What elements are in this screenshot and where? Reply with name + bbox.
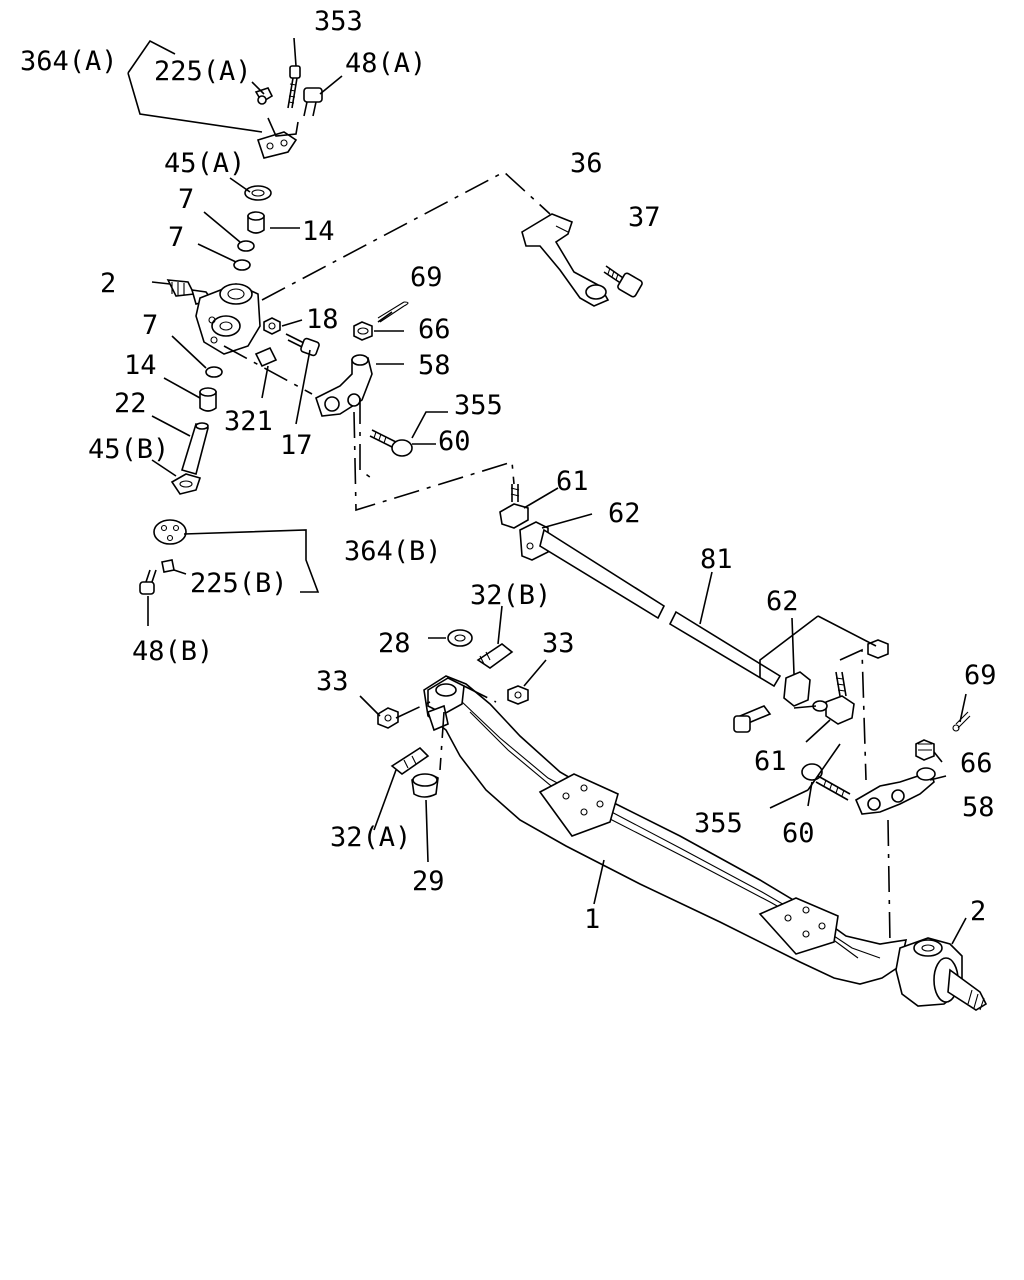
- callout-60-left: 60: [438, 426, 471, 457]
- callout-48b: 48(B): [132, 636, 213, 667]
- callout-14a: 14: [302, 216, 335, 247]
- bolt-60-left: [369, 429, 413, 457]
- shim-45a: [244, 185, 272, 201]
- washer-28: [447, 629, 473, 647]
- grease-nipple-225a: [254, 87, 274, 105]
- stopper-29: [411, 773, 439, 798]
- callout-225b: 225(B): [190, 568, 288, 599]
- nut-33-right: [507, 685, 529, 705]
- callout-60-right: 60: [782, 818, 815, 849]
- callout-37: 37: [628, 202, 661, 233]
- callout-61-right: 61: [754, 746, 787, 777]
- callout-45a: 45(A): [164, 148, 245, 179]
- callout-61-left: 61: [556, 466, 589, 497]
- tie-rod-end-61-right: [812, 671, 855, 725]
- callout-66-right: 66: [960, 748, 993, 779]
- callout-1: 1: [584, 904, 600, 935]
- knuckle-cap-364a: [256, 131, 298, 159]
- callout-32b: 32(B): [470, 580, 551, 611]
- callout-58-left: 58: [418, 350, 451, 381]
- callout-2-right: 2: [970, 896, 986, 927]
- nut-18: [263, 317, 281, 335]
- nut-66-right: [915, 739, 935, 761]
- bolt-353: [287, 65, 301, 109]
- callout-225a: 225(A): [154, 56, 252, 87]
- steering-arm-36: [521, 213, 610, 307]
- callout-7a: 7: [178, 184, 194, 215]
- callout-45b: 45(B): [88, 434, 169, 465]
- callout-355-left: 355: [454, 390, 503, 421]
- stud-32a: [390, 746, 430, 775]
- bolt-17: [285, 333, 320, 357]
- seal-7b: [233, 259, 251, 271]
- bolt-48a: [303, 87, 323, 117]
- leader-lines: [127, 37, 967, 945]
- callout-62-left: 62: [608, 498, 641, 529]
- assembly-lines: [223, 171, 891, 945]
- callout-81: 81: [700, 544, 733, 575]
- callout-28: 28: [378, 628, 411, 659]
- callout-33-left: 33: [316, 666, 349, 697]
- seal-7a: [237, 240, 255, 252]
- cap-364b: [153, 519, 187, 545]
- callout-69-right: 69: [964, 660, 997, 691]
- knuckle-2-left: [166, 279, 261, 355]
- callout-18: 18: [306, 304, 339, 335]
- callout-14b: 14: [124, 350, 157, 381]
- callout-2-left: 2: [100, 268, 116, 299]
- callout-321: 321: [224, 406, 273, 437]
- callout-29: 29: [412, 866, 445, 897]
- callout-66-left: 66: [418, 314, 451, 345]
- callout-364a: 364(A): [20, 46, 118, 77]
- shim-45b: [170, 473, 202, 495]
- callout-62-right: 62: [766, 586, 799, 617]
- callout-58-right: 58: [962, 792, 995, 823]
- stud-32b: [476, 643, 514, 669]
- callout-labels: 364(A) 225(A) 353 48(A) 45(A) 7 14 7 36 …: [20, 6, 997, 935]
- clamp-62-left: [519, 521, 549, 561]
- cotter-pin-69-left: [377, 301, 409, 323]
- grease-nipple-225b: [161, 559, 175, 573]
- nut-66-left: [353, 321, 373, 341]
- callout-7b: 7: [168, 222, 184, 253]
- callout-22: 22: [114, 388, 147, 419]
- nut-33-left: [377, 707, 399, 729]
- bushing-14b: [199, 387, 217, 412]
- axle-beam-1: [423, 675, 908, 985]
- bolt-48b: [139, 569, 157, 595]
- callout-32a: 32(A): [330, 822, 411, 853]
- seal-7c: [205, 366, 223, 378]
- tie-rod-arm-58-left: [315, 354, 373, 417]
- cotter-pin-69-right: [952, 711, 971, 732]
- bushing-14a: [247, 211, 265, 234]
- bolt-37: [603, 265, 643, 298]
- callout-355-right: 355: [694, 808, 743, 839]
- kingpin-22: [180, 422, 209, 475]
- tie-rod-arm-58-right: [854, 767, 936, 815]
- callout-7c: 7: [142, 310, 158, 341]
- callout-353: 353: [314, 6, 363, 37]
- tie-rod-81: [539, 528, 782, 688]
- clamp-62-right: [733, 671, 811, 733]
- callout-364b: 364(B): [344, 536, 442, 567]
- callout-17: 17: [280, 430, 313, 461]
- callout-69-left: 69: [410, 262, 443, 293]
- knuckle-2-right: [895, 937, 988, 1011]
- tie-rod-end-61-left: [499, 484, 529, 529]
- callout-48a: 48(A): [345, 48, 426, 79]
- callout-36: 36: [570, 148, 603, 179]
- pin-321: [254, 346, 278, 368]
- callout-33-right: 33: [542, 628, 575, 659]
